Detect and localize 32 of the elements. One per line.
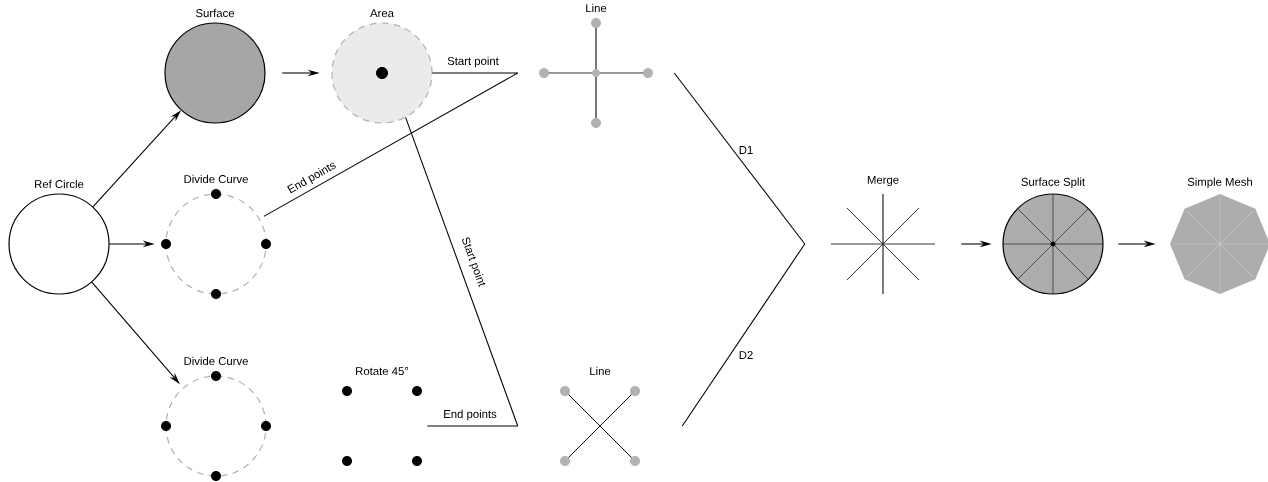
- node-label: Surface: [196, 8, 235, 18]
- split-circle-drawing: Surface Split: [1002, 177, 1104, 295]
- merged-lines-drawing: Merge: [830, 176, 936, 295]
- edge-label: End points: [444, 409, 497, 421]
- mesh-octagon-drawing: Simple Mesh: [1170, 177, 1268, 294]
- area-circle-drawing: Area: [331, 9, 433, 124]
- node-label: Ref Circle: [35, 179, 84, 189]
- edge-label: D1: [739, 146, 753, 154]
- node-label: Divide Curve: [184, 356, 248, 366]
- edge-label: Start point: [462, 237, 486, 288]
- node-label: Line: [586, 3, 607, 13]
- node-label: Divide Curve: [184, 174, 248, 184]
- connector-line: [405, 116, 519, 427]
- node-label: Surface Split: [1021, 177, 1086, 189]
- edge-label: Start point: [447, 56, 499, 68]
- cross-lines-drawing: Line: [560, 366, 640, 466]
- ref-circle-drawing: Ref Circle: [8, 179, 110, 295]
- node-label: Line: [590, 366, 611, 376]
- connector-line: [263, 72, 519, 217]
- connector-line: [426, 425, 519, 427]
- cross-lines-drawing: Line: [539, 3, 653, 128]
- surface-circle-drawing: Surface: [164, 8, 266, 124]
- node-label: Area: [370, 9, 394, 18]
- divided-circle-drawing: Divide Curve: [161, 174, 271, 299]
- node-label: Rotate 45°: [356, 367, 409, 376]
- connector-line: [431, 72, 519, 74]
- connector-line: [681, 243, 806, 427]
- divided-circle-drawing: Divide Curve: [161, 356, 271, 481]
- connector-line: [673, 72, 806, 245]
- node-label: Simple Mesh: [1187, 177, 1252, 189]
- points-drawing: Rotate 45°: [342, 367, 422, 466]
- edge-label: D2: [739, 351, 753, 359]
